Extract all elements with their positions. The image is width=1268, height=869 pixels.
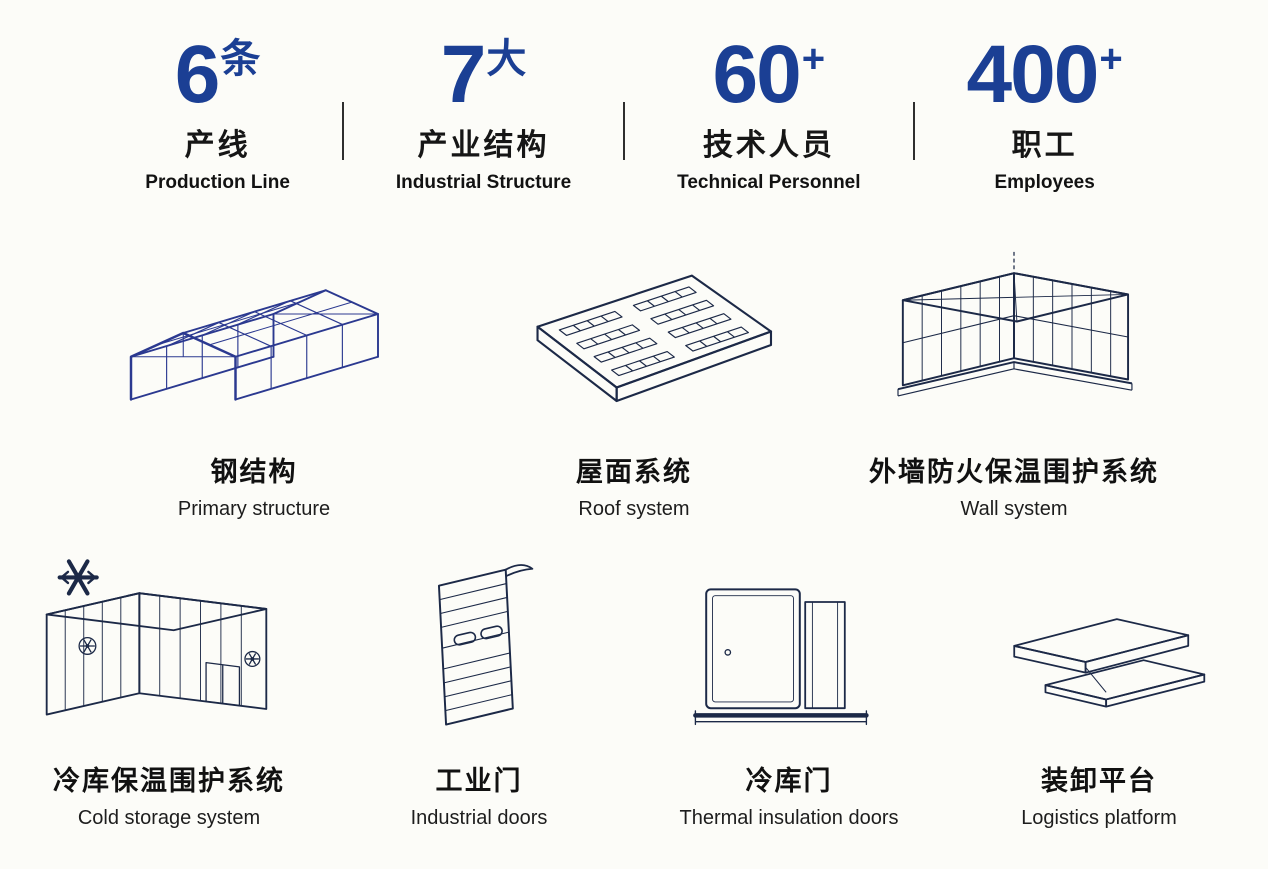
stat-number: 7 [440, 29, 487, 120]
product-label-cn: 钢结构 [210, 456, 298, 487]
stat-unit: 大 [486, 37, 527, 81]
product-label-cn: 屋面系统 [576, 456, 692, 487]
stat-label-cn: 产线 [184, 128, 251, 162]
stats-row: 6条 产线 Production Line 7大 产业结构 Industrial… [0, 0, 1268, 194]
product-label-en: Primary structure [177, 497, 331, 520]
product-label-en: Cold storage system [77, 806, 261, 829]
loading-platform-icon [983, 547, 1215, 737]
stat-label-en: Industrial Structure [395, 171, 572, 193]
stat-label-cn: 职工 [1011, 128, 1078, 162]
stat-label-en: Production Line [145, 171, 290, 193]
stat-divider [341, 102, 344, 160]
stat-block-industrial-structure: 7大 产业结构 Industrial Structure [344, 34, 623, 194]
stat-label-en: Technical Personnel [677, 171, 861, 193]
stat-unit: + [801, 37, 826, 81]
stat-divider [623, 102, 626, 160]
product-card-thermal-door: 冷库门 Thermal insulation doors [634, 547, 944, 830]
stat-block-employees: 400+ 职工 Employees [915, 34, 1175, 194]
roof-system-icon [489, 216, 779, 428]
product-label-en: Industrial doors [410, 806, 548, 829]
product-card-steel-structure: 钢结构 Primary structure [64, 216, 444, 521]
product-label-cn: 装卸平台 [1041, 765, 1157, 796]
stat-number: 400 [966, 29, 1100, 120]
product-label-cn: 工业门 [435, 765, 523, 796]
stat-label-en: Employees [994, 171, 1095, 193]
product-label-en: Logistics platform [1021, 806, 1177, 829]
stat-label-cn: 产业结构 [417, 128, 550, 162]
industrial-door-icon [390, 547, 568, 737]
cold-storage-icon [30, 547, 308, 737]
stat-block-production-line: 6条 产线 Production Line [93, 34, 342, 194]
products-row-2: 冷库保温围护系统 Cold storage system 工业门 Industr… [0, 547, 1268, 830]
product-card-loading-platform: 装卸平台 Logistics platform [944, 547, 1254, 830]
product-label-cn: 外墙防火保温围护系统 [869, 456, 1159, 487]
stat-label-cn: 技术人员 [702, 128, 835, 162]
stat-unit: 条 [220, 37, 261, 81]
thermal-door-icon [690, 547, 888, 737]
stat-number: 60 [712, 29, 802, 120]
product-card-wall-system: 外墙防火保温围护系统 Wall system [824, 216, 1204, 521]
product-card-roof-system: 屋面系统 Roof system [444, 216, 824, 521]
stat-block-technical-personnel: 60+ 技术人员 Technical Personnel [625, 34, 912, 194]
product-label-en: Roof system [578, 497, 690, 520]
product-label-en: Wall system [960, 497, 1068, 520]
stat-divider [912, 102, 915, 160]
product-label-cn: 冷库门 [745, 765, 833, 796]
stat-unit: + [1099, 37, 1123, 81]
product-label-en: Thermal insulation doors [679, 806, 899, 829]
products-row-1: 钢结构 Primary structure [0, 216, 1268, 521]
product-card-cold-storage: 冷库保温围护系统 Cold storage system [14, 547, 324, 830]
product-label-cn: 冷库保温围护系统 [53, 765, 285, 796]
stat-number: 6 [174, 29, 221, 120]
wall-system-icon [869, 216, 1159, 428]
product-card-industrial-door: 工业门 Industrial doors [324, 547, 634, 830]
steel-structure-icon [112, 216, 397, 428]
